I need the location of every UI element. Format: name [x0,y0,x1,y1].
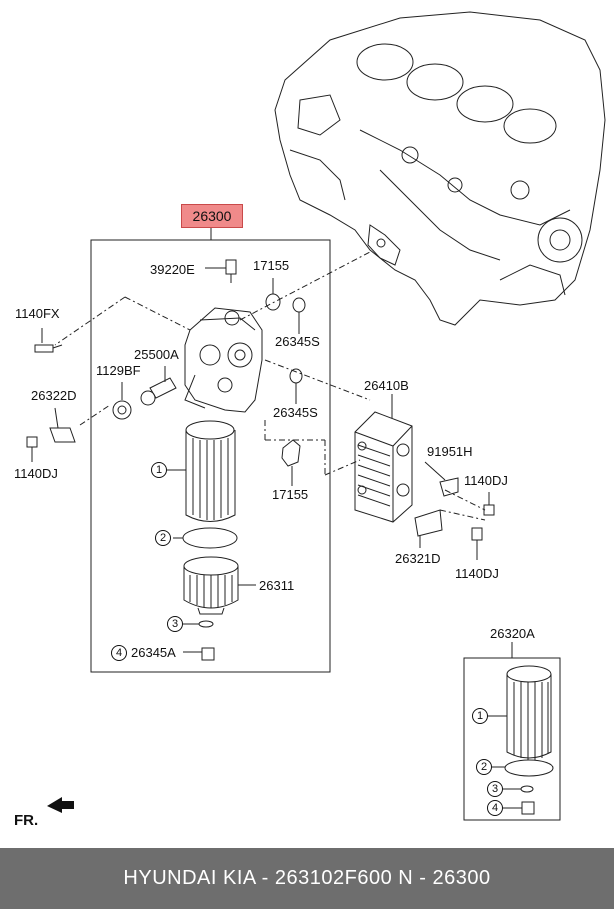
label-gasket-top[interactable]: 17155 [253,258,290,273]
label-oring-top[interactable]: 26345S [275,334,320,349]
label-oring-mid[interactable]: 26345S [273,405,318,420]
highlight-label[interactable]: 26300 [181,204,243,228]
oil-cooler-drawing [354,411,413,523]
engine-block-drawing [274,11,606,326]
kit-filter-element-drawing [506,665,552,760]
label-kit[interactable]: 26320A [490,626,535,641]
label-housing[interactable]: 25500A [134,347,179,362]
label-gasket-low[interactable]: 17155 [272,487,309,502]
callout-3[interactable]: 3 [167,616,183,632]
label-clip[interactable]: 91951H [427,444,473,459]
kit-callout-2[interactable]: 2 [476,759,492,775]
filter-housing-drawing [184,307,263,413]
front-marker: FR. [14,812,39,829]
label-bolt-right[interactable]: 1140DJ [464,473,508,488]
filter-cap-drawing [183,556,239,615]
label-plug[interactable]: 1129BF [96,363,141,378]
label-cap[interactable]: 26311 [259,578,295,593]
label-bracket-right[interactable]: 26321D [395,551,441,566]
callout-2[interactable]: 2 [155,530,171,546]
label-bolt-right-low[interactable]: 1140DJ [455,566,499,581]
label-bolt-left[interactable]: 1140FX [15,306,60,321]
callout-4[interactable]: 4 [111,645,127,661]
filter-element-drawing [185,420,236,522]
kit-box [463,657,561,821]
callout-1[interactable]: 1 [151,462,167,478]
footer-banner: HYUNDAI KIA - 263102F600 N - 26300 [0,848,614,909]
label-drain-plug[interactable]: 26345A [131,645,176,660]
label-bracket-left[interactable]: 26322D [31,388,77,403]
front-arrow-icon [47,797,74,813]
label-sensor[interactable]: 39220E [150,262,195,277]
label-cooler[interactable]: 26410B [364,378,409,393]
kit-callout-4[interactable]: 4 [487,800,503,816]
kit-callout-3[interactable]: 3 [487,781,503,797]
label-bolt-left-low[interactable]: 1140DJ [14,466,58,481]
parts-diagram [26,11,606,821]
kit-callout-1[interactable]: 1 [472,708,488,724]
